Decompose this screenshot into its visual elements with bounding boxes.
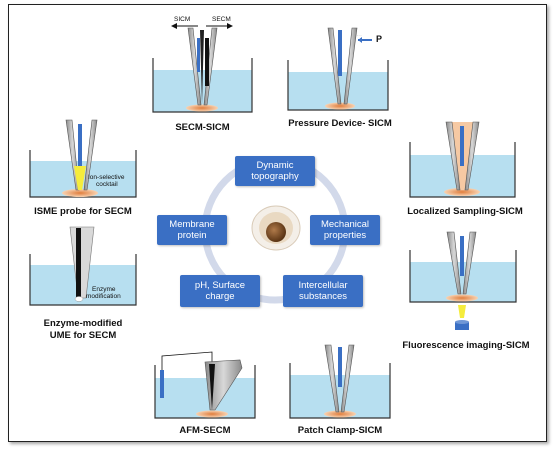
caption-afm-secm: AFM-SECM bbox=[179, 425, 231, 436]
label-secm: SECM bbox=[212, 16, 231, 23]
caption-patch-clamp: Patch Clamp-SICM bbox=[297, 425, 383, 436]
topic-intercellular-substances-label: Intercellular substances bbox=[298, 280, 348, 302]
topic-membrane-protein: Membrane protein bbox=[157, 215, 227, 245]
topic-mechanical-properties-label: Mechanical properties bbox=[320, 219, 370, 241]
label-sicm: SICM bbox=[174, 16, 191, 23]
topic-mechanical-properties: Mechanical properties bbox=[310, 215, 380, 245]
label-ion-selective: Ion-selective bbox=[88, 174, 125, 181]
label-pressure-p: P bbox=[376, 34, 383, 44]
topic-ph-surface-charge-label: pH, Surface charge bbox=[194, 280, 246, 302]
pressure-device-schematic: - - - - bbox=[287, 27, 389, 111]
fluorescence-imaging-schematic bbox=[409, 231, 517, 330]
caption-pressure-device: Pressure Device- SICM bbox=[288, 118, 392, 129]
svg-text:- - - -: - - - - bbox=[355, 33, 362, 37]
label-cocktail: cocktail bbox=[96, 181, 118, 188]
topic-dynamic-topography-label: Dynamic topography bbox=[251, 160, 299, 182]
topic-intercellular-substances: Intercellular substances bbox=[283, 275, 363, 307]
label-modification: modification bbox=[86, 293, 121, 300]
topic-membrane-protein-label: Membrane protein bbox=[169, 219, 215, 241]
topic-ph-surface-charge: pH, Surface charge bbox=[180, 275, 260, 307]
caption-localized-sampling: Localized Sampling-SICM bbox=[407, 206, 523, 217]
afm-secm-schematic bbox=[154, 351, 256, 419]
caption-secm-sicm: SECM-SICM bbox=[175, 122, 230, 133]
caption-enzyme-line2: UME for SECM bbox=[49, 330, 117, 341]
isme-probe-schematic bbox=[29, 119, 137, 198]
caption-fluorescence-imaging: Fluorescence imaging-SICM bbox=[402, 340, 530, 351]
localized-sampling-schematic bbox=[409, 121, 516, 198]
enzyme-ume-schematic bbox=[29, 226, 137, 306]
label-enzyme: Enzyme bbox=[92, 286, 116, 293]
caption-isme-probe: ISME probe for SECM bbox=[34, 206, 132, 217]
cell-illustration bbox=[251, 205, 301, 251]
secm-sicm-schematic bbox=[152, 23, 253, 113]
patch-clamp-schematic bbox=[289, 344, 391, 419]
topic-dynamic-topography: Dynamic topography bbox=[235, 156, 315, 186]
caption-enzyme-line1: Enzyme-modified bbox=[43, 318, 123, 329]
